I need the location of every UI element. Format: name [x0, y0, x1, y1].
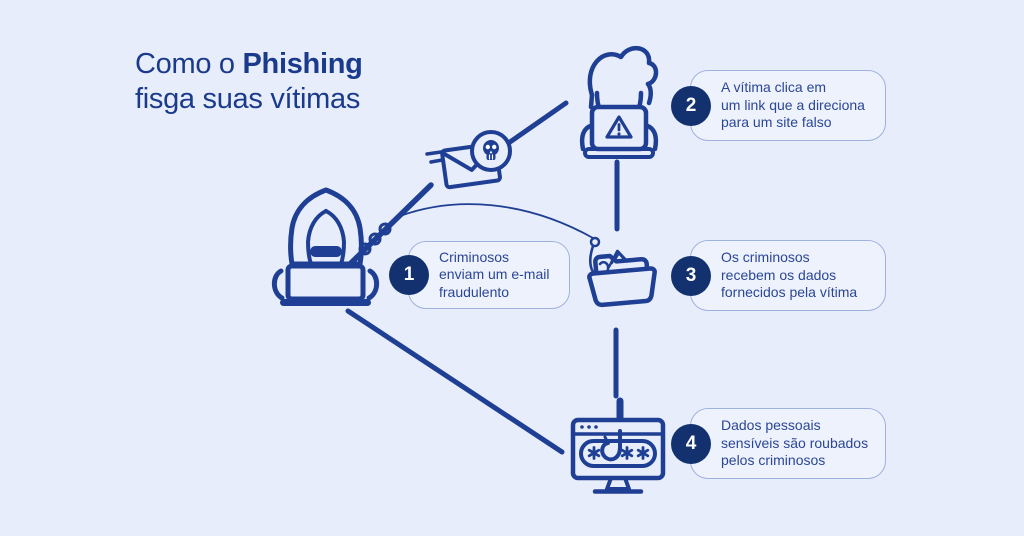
step-3-callout: 3 Os criminosos recebem os dados forneci… — [671, 240, 886, 311]
speed-line — [425, 150, 443, 156]
fishing-rod — [348, 182, 434, 266]
skull-icon — [483, 140, 499, 160]
monitor-stand — [605, 476, 631, 491]
title-line-2: fisga suas vítimas — [135, 83, 361, 115]
connector-email-to-victim — [507, 100, 569, 145]
step-1-callout: 1 Criminosos enviam um e-mail fraudulent… — [389, 241, 570, 309]
hacker-laptop — [285, 263, 366, 302]
hooked-folder-icon — [587, 249, 657, 308]
step-3-text: Os criminosos recebem os dados fornecido… — [721, 249, 858, 301]
folder-front — [587, 266, 657, 308]
step-2-number-badge: 2 — [671, 85, 711, 126]
step-2-text: A vítima clica em um link que a direcion… — [721, 79, 865, 131]
victim-hair — [587, 46, 659, 98]
victim-at-laptop-warning-icon — [579, 46, 659, 159]
page-title: Como o Phishing fisga suas vítimas — [135, 47, 363, 117]
step-1-text: Criminosos enviam um e-mail fraudulento — [439, 248, 550, 300]
connector-hacker-to-monitor — [345, 308, 565, 455]
step-3-number-badge: 3 — [671, 255, 711, 296]
hacker-arm-right — [366, 268, 380, 301]
connector-lines — [345, 100, 620, 455]
step-4-callout: 4 Dados pessoais sensíveis são roubados … — [671, 408, 886, 479]
hacker-with-fishing-rod-icon — [271, 182, 434, 306]
step-2-callout: 2 A vítima clica em um link que a direci… — [671, 70, 886, 141]
step-4-number-badge: 4 — [671, 423, 711, 464]
hacker-arm-left — [271, 268, 285, 301]
step-4-text: Dados pessoais sensíveis são roubados pe… — [721, 417, 869, 469]
hook-eye — [589, 236, 601, 248]
title-regular: Como o — [135, 48, 243, 80]
folder-back — [593, 253, 650, 274]
title-bold: Phishing — [242, 48, 363, 80]
phishing-email-skull-icon — [425, 130, 512, 190]
step-1-number-badge: 1 — [389, 255, 429, 295]
password-asterisks — [587, 446, 650, 460]
stolen-password-browser-icon — [570, 397, 666, 494]
password-hook — [600, 429, 622, 462]
title-line-1: Como o Phishing — [135, 47, 363, 82]
warning-triangle-icon — [605, 115, 633, 139]
hacker-face — [310, 246, 342, 257]
speed-line — [429, 158, 444, 164]
